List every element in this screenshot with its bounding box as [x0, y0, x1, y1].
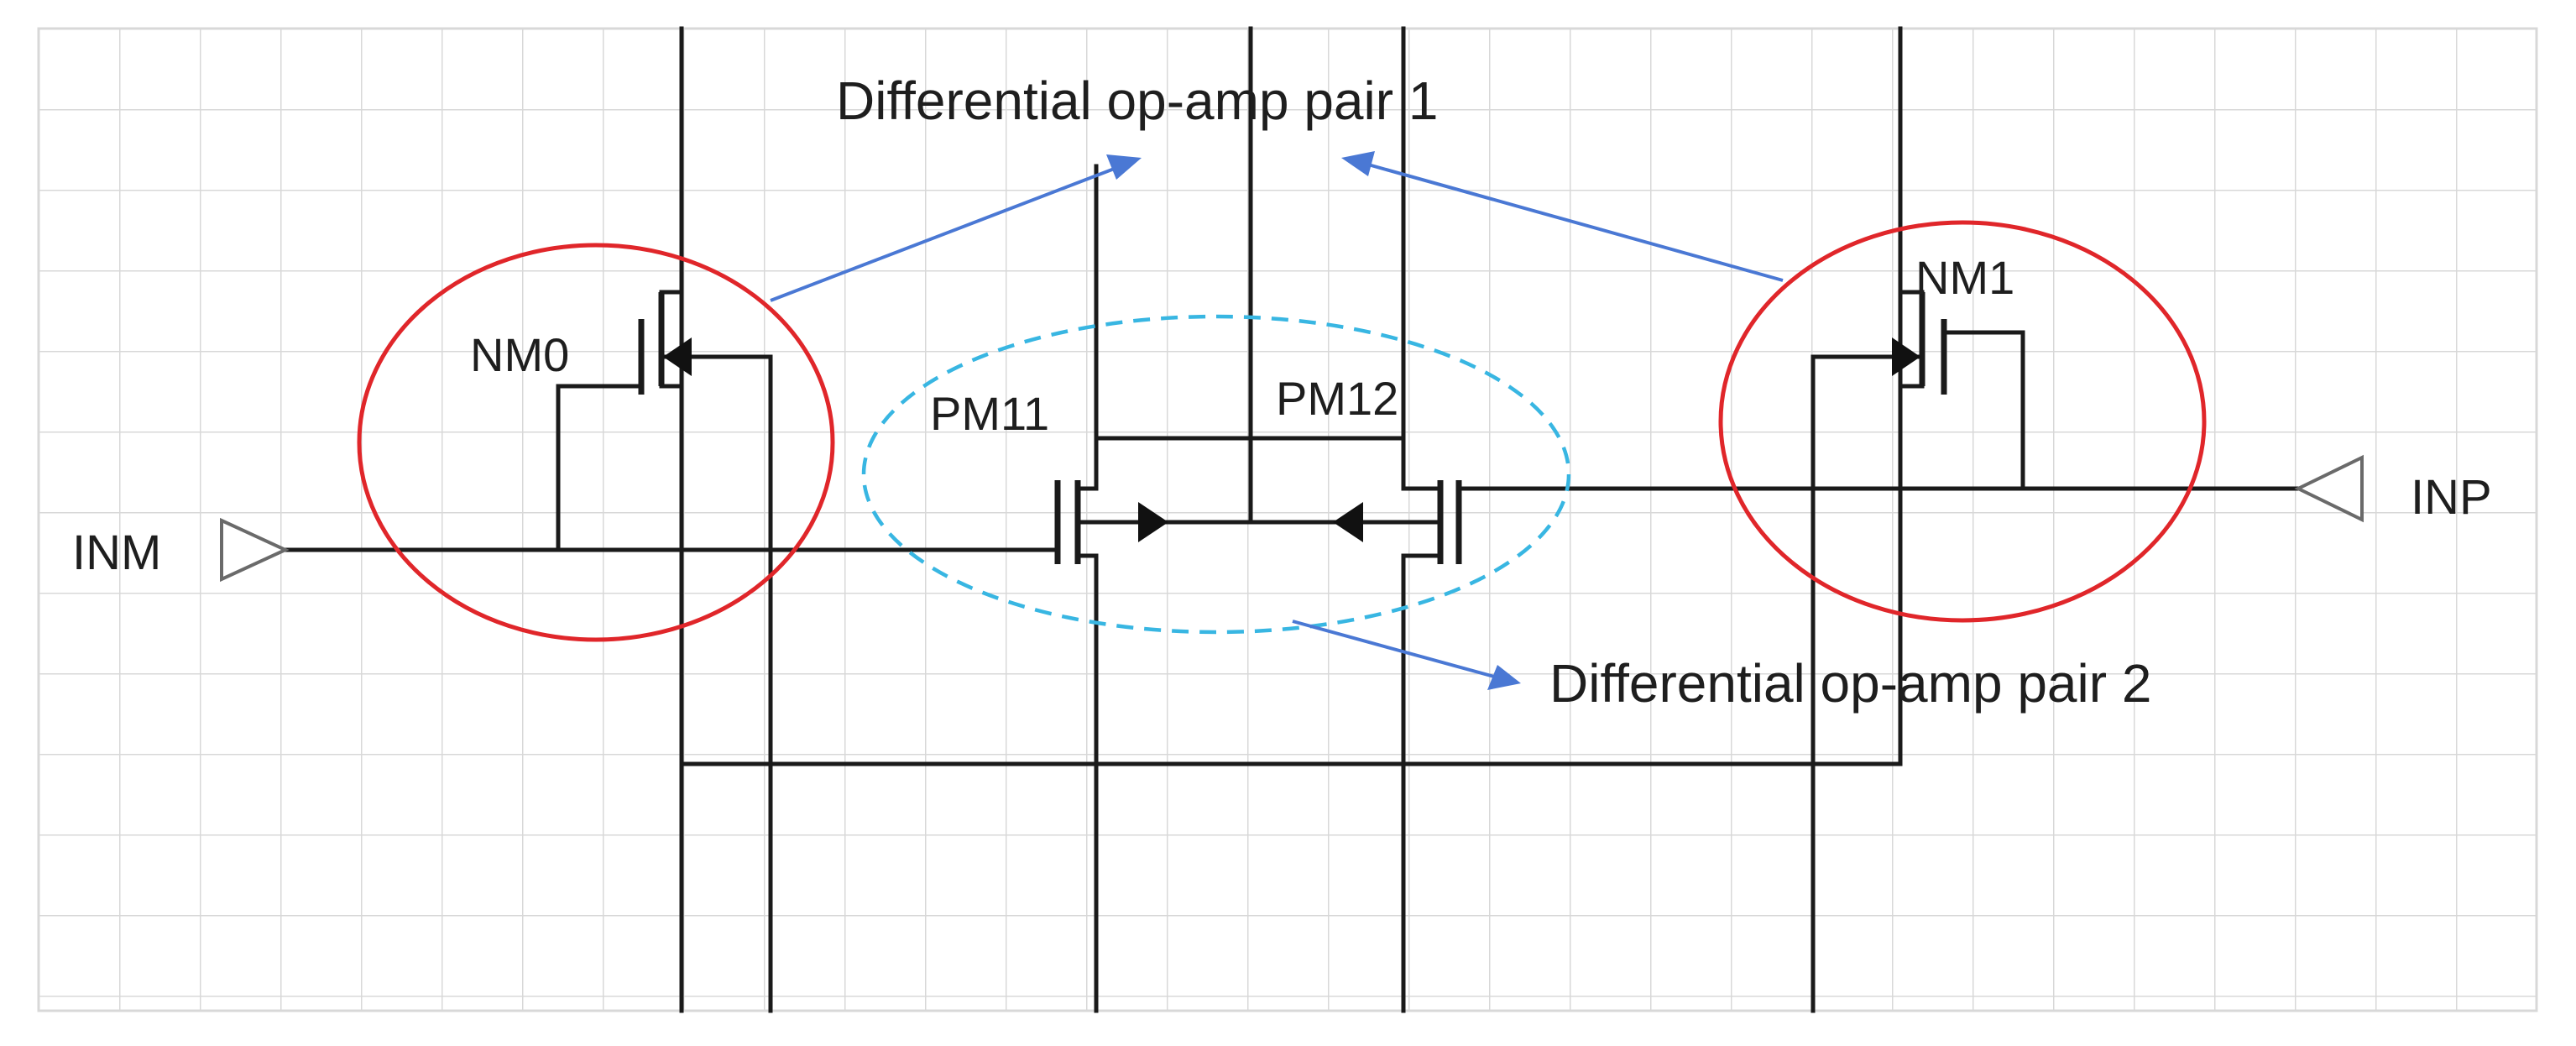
pointer-nm0-to-pair1 [770, 166, 1117, 302]
pair2-annotation: Differential op-amp pair 2 [1549, 653, 2151, 714]
pm11-label: PM11 [930, 387, 1049, 440]
transistor-arrows [663, 337, 1920, 542]
pointer-pair2-head-icon [1487, 665, 1521, 690]
pm11-arrow-icon [1138, 502, 1168, 542]
nm1-label: NM1 [1915, 251, 2014, 304]
pm12-arrow-icon [1333, 502, 1363, 542]
pointer-pair2 [1292, 620, 1495, 678]
nm0-arrow-icon [663, 337, 692, 376]
nm1-highlight-ring [1718, 220, 2207, 623]
pair2-dashed-outline [861, 314, 1571, 635]
nm0-label: NM0 [470, 328, 569, 381]
inp-port-label: INP [2411, 470, 2492, 525]
pair1-annotation: Differential op-amp pair 1 [836, 71, 1438, 131]
inm-port-label: INM [72, 526, 161, 580]
pointer-nm0-head-icon [1106, 154, 1142, 180]
inp-port-icon [2294, 454, 2364, 523]
grid-background [37, 27, 2538, 1012]
nm1-arrow-icon [1892, 337, 1920, 376]
nm0-highlight-ring [357, 243, 835, 642]
pointer-nm1-head-icon [1341, 151, 1375, 176]
annotation-pointers [770, 151, 1784, 690]
pointer-nm1-to-pair1 [1367, 163, 1784, 282]
inm-port-icon [220, 517, 290, 583]
pm12-label: PM12 [1276, 372, 1398, 425]
gate-plates [638, 292, 1947, 564]
